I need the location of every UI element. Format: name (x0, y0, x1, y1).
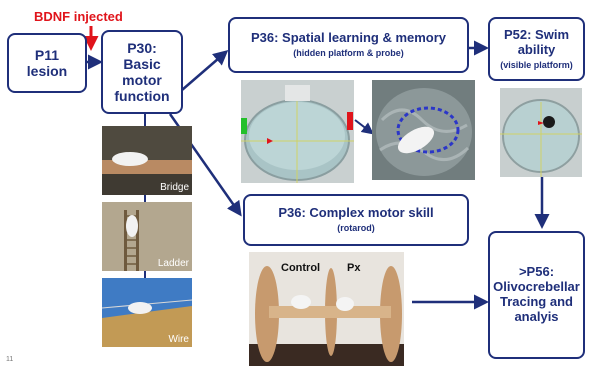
probe-photo (372, 80, 475, 180)
p36-complex-title: P36: Complex motor skill (278, 205, 434, 221)
p52-subtitle: (visible platform) (500, 59, 573, 70)
p52-title1: P52: Swim (503, 26, 570, 42)
water-maze-photo (241, 80, 354, 183)
p36-spatial-box: P36: Spatial learning & memory (hidden p… (228, 17, 469, 73)
p56-line3: Tracing and (500, 294, 573, 309)
visible-platform-image (500, 88, 582, 177)
wire-label: Wire (168, 334, 189, 345)
p30-line3: motor (122, 72, 162, 88)
p11-line2: lesion (26, 63, 68, 79)
p56-box: >P56: Olivocrebellar Tracing and analyis (488, 231, 585, 359)
rotarod-photo: Control Px (249, 252, 404, 366)
slide-number: 11 (6, 356, 14, 363)
water-maze-image (241, 80, 354, 183)
ladder-label: Ladder (157, 258, 189, 269)
arrow-p30-to-spatial (181, 50, 229, 91)
p52-title2: ability (517, 41, 556, 57)
p52-box: P52: Swim ability (visible platform) (488, 17, 585, 81)
visible-platform-photo (500, 88, 582, 177)
p30-line1: P30: (127, 39, 157, 56)
p56-line1: >P56: (518, 264, 555, 280)
probe-image (372, 80, 475, 180)
p36-complex-box: P36: Complex motor skill (rotarod) (243, 194, 469, 246)
p56-line2: Olivocrebellar (493, 279, 580, 295)
arrow-maze-to-probe (354, 119, 374, 135)
rotarod-image (249, 252, 404, 366)
wire-photo: Wire (102, 278, 192, 347)
p11-line1: P11 (34, 46, 60, 63)
bridge-image (102, 126, 192, 195)
p36-complex-subtitle: (rotarod) (337, 223, 375, 234)
wire-image (102, 278, 192, 347)
p56-line4: analyis (514, 308, 559, 324)
bridge-label: Bridge (160, 182, 189, 193)
bridge-photo: Bridge (102, 126, 192, 195)
ladder-image (102, 202, 192, 271)
rotarod-control-label: Control (281, 262, 321, 274)
p11-box: P11 lesion (7, 33, 87, 93)
p36-spatial-title: P36: Spatial learning & memory (250, 30, 447, 46)
ladder-photo: Ladder (102, 202, 192, 271)
p30-line4: function (114, 88, 170, 105)
p30-line2: Basic (123, 55, 161, 72)
p36-spatial-subtitle: (hidden platform & probe) (293, 48, 404, 59)
rotarod-px-label: Px (347, 262, 361, 274)
p30-box: P30: Basic motor function (101, 30, 183, 114)
bdnf-annotation: BDNF injected (34, 9, 123, 24)
